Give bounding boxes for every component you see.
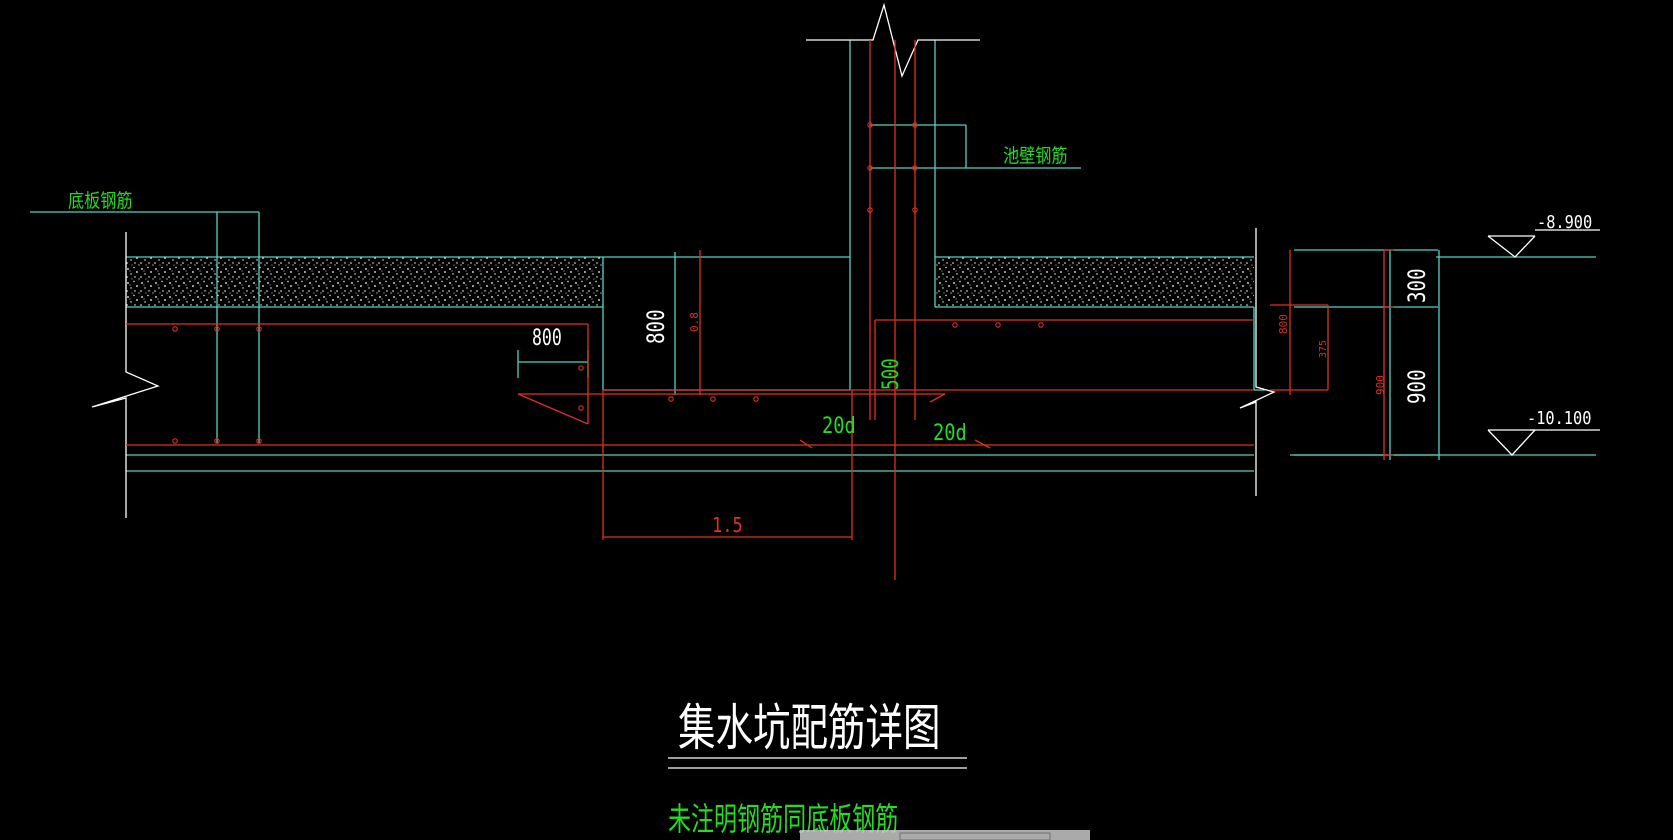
break-lines	[91, 2, 1600, 769]
dim-900: 900	[1404, 369, 1432, 404]
rebar-dots	[172, 122, 1044, 444]
dim-375-small: 375	[1318, 340, 1329, 358]
dim-500: 500	[878, 358, 903, 390]
triangle-elevation-icon	[1487, 429, 1536, 456]
dim-0-8-small: 0.8	[688, 312, 701, 332]
dim-20d-left: 20d	[822, 413, 856, 439]
structure-outline	[30, 40, 1596, 472]
elevation-top: -8.900	[1537, 211, 1592, 233]
dim-1-5: 1.5	[712, 515, 743, 538]
zigzag-break-icon	[91, 232, 160, 518]
rebar-lines	[126, 40, 1394, 580]
wall-rebar-label: 池壁钢筋	[1003, 145, 1068, 168]
status-strip-inner	[899, 832, 1051, 840]
dim-300: 300	[1404, 268, 1432, 303]
slab-hatch-right	[936, 257, 1254, 307]
zigzag-break-icon	[1239, 228, 1276, 496]
triangle-elevation-icon	[1487, 235, 1536, 258]
status-strip	[800, 830, 1090, 840]
drawing-title: 集水坑配筋详图	[678, 700, 940, 758]
zigzag-break-icon	[806, 2, 980, 78]
elevation-bottom: -10.100	[1527, 407, 1591, 429]
slab-hatch-left	[126, 257, 603, 307]
slab-rebar-label: 底板钢筋	[68, 190, 133, 213]
dim-800-right-small: 800	[1277, 314, 1290, 334]
dim-800-horizontal: 800	[532, 325, 562, 351]
dim-900-small: 900	[1374, 375, 1387, 395]
dim-800-vertical: 800	[643, 309, 671, 344]
dim-20d-right: 20d	[933, 420, 967, 446]
